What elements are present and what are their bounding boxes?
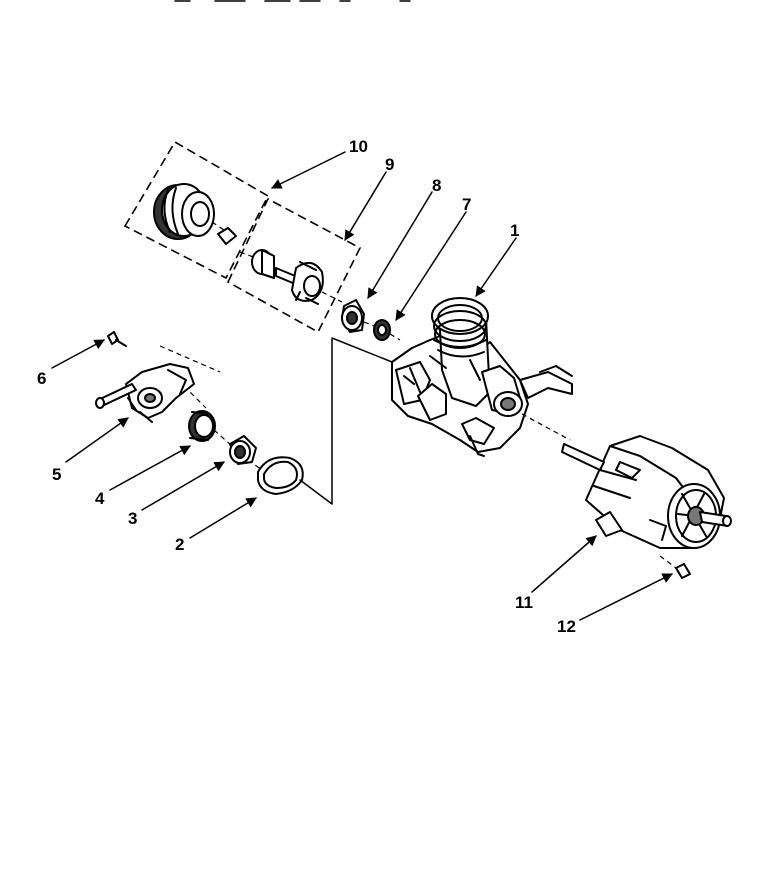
part-label-8: 8 bbox=[432, 176, 441, 195]
part-labels: 10 9 8 7 1 6 5 4 3 2 11 12 bbox=[37, 137, 576, 636]
impeller-part bbox=[239, 249, 343, 305]
dashed-box-group-9 bbox=[226, 197, 362, 334]
bearing-part bbox=[229, 435, 257, 465]
part-label-12: 12 bbox=[557, 617, 576, 636]
shaft-seal-part bbox=[188, 410, 216, 442]
part-label-2: 2 bbox=[175, 535, 184, 554]
leader-arrows bbox=[51, 151, 673, 621]
pump-housing-part bbox=[391, 297, 573, 457]
part-label-9: 9 bbox=[385, 155, 394, 174]
motor-screw-part bbox=[659, 555, 691, 579]
part-label-1: 1 bbox=[510, 221, 519, 240]
motor-part bbox=[561, 435, 732, 549]
screw-part bbox=[107, 331, 127, 347]
part-label-11: 11 bbox=[515, 593, 533, 612]
pump-cover-part bbox=[95, 363, 195, 423]
part-label-7: 7 bbox=[462, 195, 471, 214]
washer-part bbox=[363, 319, 401, 341]
seal-ring-part bbox=[153, 183, 237, 245]
part-label-3: 3 bbox=[128, 509, 137, 528]
part-label-10: 10 bbox=[349, 137, 368, 156]
part-label-4: 4 bbox=[95, 489, 105, 508]
part-label-5: 5 bbox=[52, 465, 61, 484]
bushing-part bbox=[341, 299, 365, 333]
part-label-6: 6 bbox=[37, 369, 46, 388]
gasket-part bbox=[257, 456, 304, 495]
